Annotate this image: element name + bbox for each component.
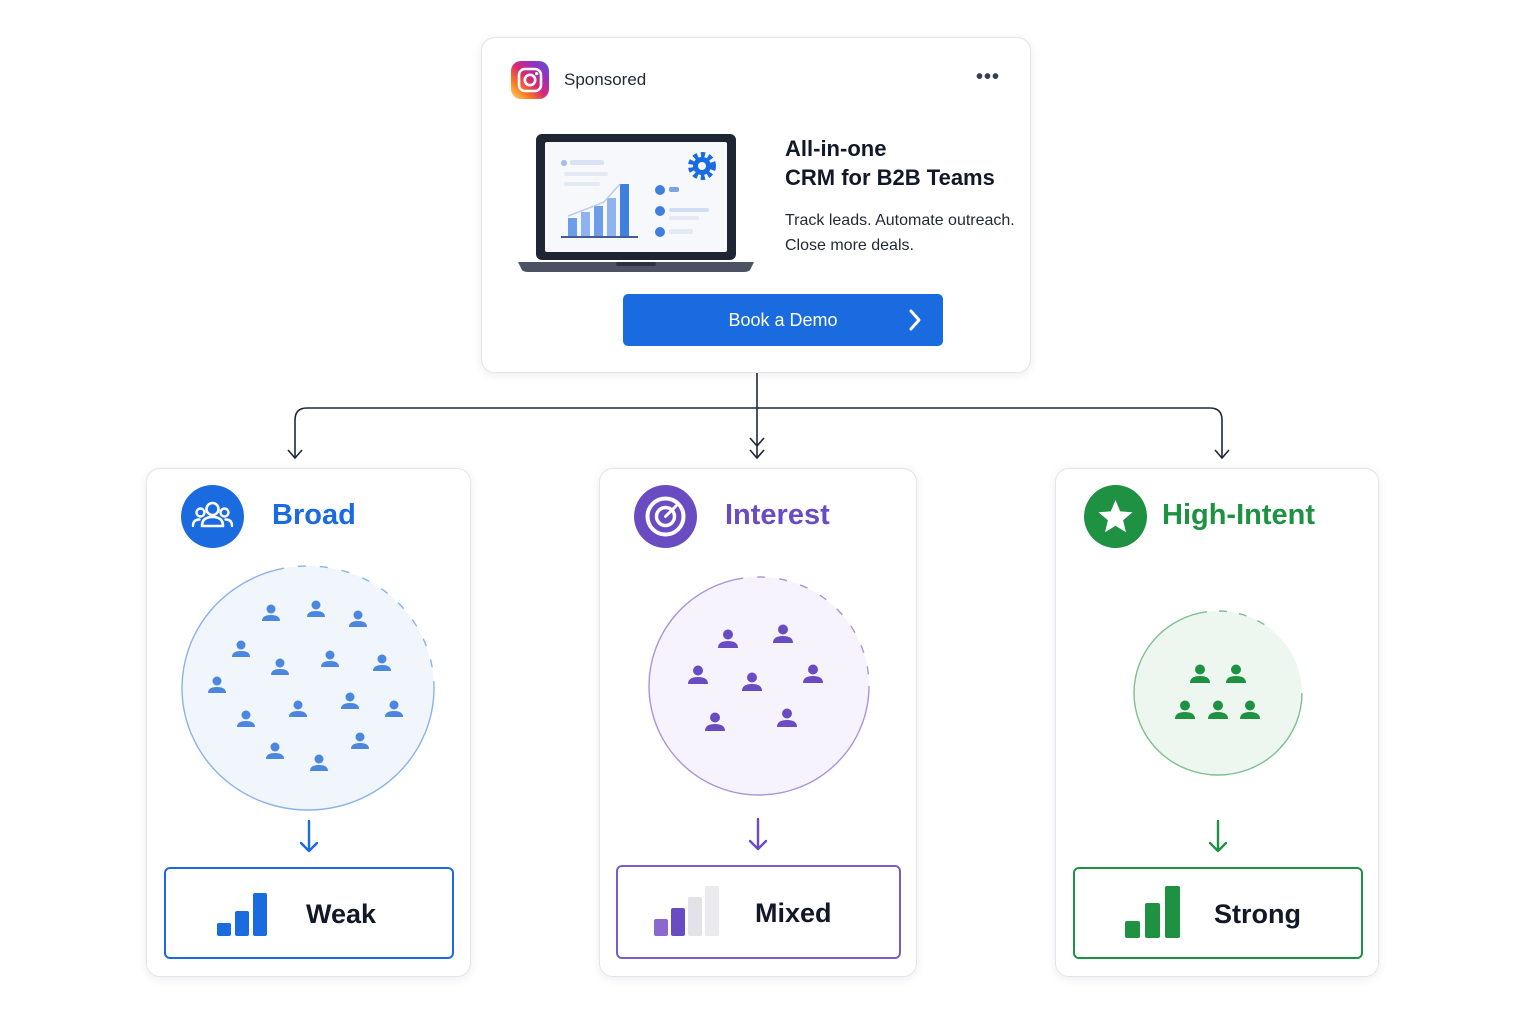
sponsored-label: Sponsored [564, 70, 647, 89]
audience-people-interest [688, 624, 823, 731]
ad-description: Track leads. Automate outreach. Close mo… [785, 212, 1015, 254]
down-arrow-icon [1208, 819, 1228, 853]
more-options-icon[interactable]: ••• [976, 66, 1001, 88]
down-arrow-icon [299, 819, 319, 853]
signal-strength-icon [654, 886, 719, 936]
segment-title: High-Intent [1162, 499, 1316, 531]
segment-card-interest: Interest Mixed [599, 468, 917, 977]
audience-circle [181, 565, 435, 811]
signal-strength-icon [1125, 886, 1180, 938]
segment-card-broad: Broad Weak [146, 468, 471, 977]
audience-people-high-intent [1175, 664, 1260, 719]
sponsored-ad-card: Sponsored ••• All-in-one CRM for B2B Tea… [481, 37, 1031, 373]
people-group-icon [181, 485, 244, 548]
instagram-logo-icon [511, 61, 549, 99]
segment-card-high-intent: High-Intent Strong [1055, 468, 1379, 977]
target-icon [634, 485, 697, 548]
result-label: Weak [306, 899, 377, 929]
ad-headline: All-in-one CRM for B2B Teams [785, 134, 995, 192]
result-box-mixed: Mixed [616, 865, 901, 959]
result-label: Mixed [755, 898, 832, 928]
book-demo-button[interactable]: Book a Demo [623, 294, 943, 346]
laptop-dashboard-illustration [518, 134, 754, 272]
audience-people-broad [208, 600, 403, 771]
result-box-strong: Strong [1073, 867, 1363, 959]
audience-circle [1133, 610, 1303, 776]
ad-headline-line2: CRM for B2B Teams [785, 165, 995, 190]
signal-strength-icon [217, 893, 267, 936]
result-box-weak: Weak [164, 867, 454, 959]
result-label: Strong [1214, 899, 1301, 929]
chevron-right-icon [909, 309, 921, 331]
segment-title: Interest [725, 499, 830, 531]
book-demo-label: Book a Demo [728, 309, 838, 330]
down-arrow-icon [748, 817, 768, 851]
segment-title: Broad [272, 499, 356, 531]
ad-headline-line1: All-in-one [785, 136, 887, 161]
star-icon [1084, 485, 1147, 548]
